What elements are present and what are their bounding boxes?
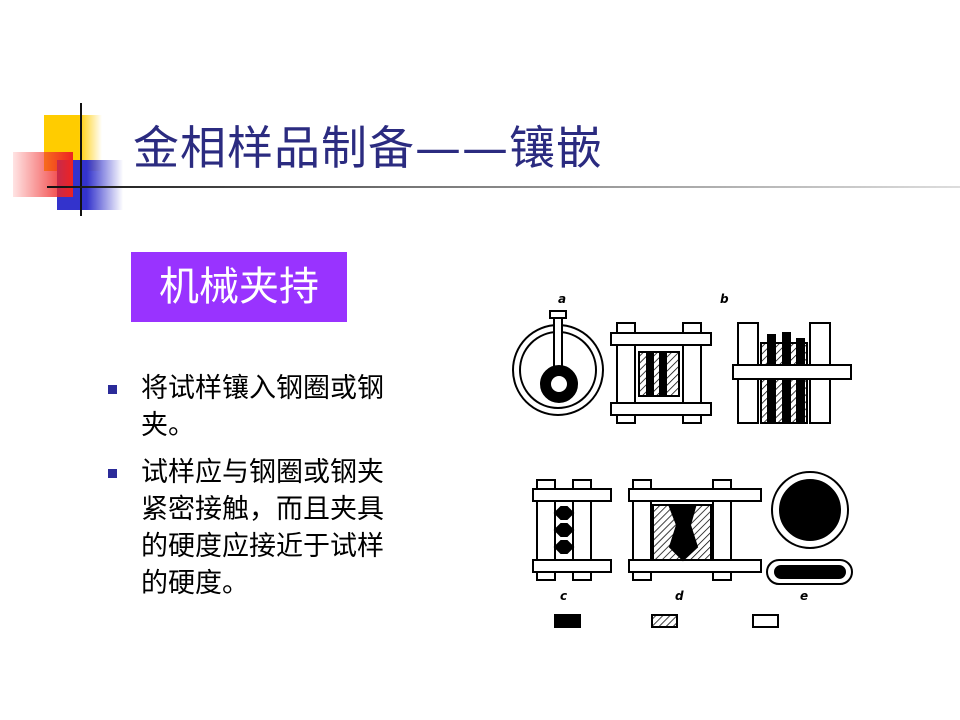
figure-label-d: d xyxy=(675,589,684,603)
figure-label-c: c xyxy=(560,589,567,603)
figure-e-ring xyxy=(766,471,853,585)
legend-white xyxy=(752,614,779,628)
figure-a-ring-clamp xyxy=(512,310,604,416)
slide-title: 金相样品制备——镶嵌 xyxy=(133,121,603,175)
figure-d-clamp xyxy=(628,479,762,581)
decor-vertical-line xyxy=(80,103,82,216)
legend-hatched xyxy=(651,614,678,628)
section-tag: 机械夹持 xyxy=(131,252,347,322)
bullet-text-2: 试样应与钢圈或钢夹 紧密接触，而且夹具 的硬度应接近于试样 的硬度。 xyxy=(141,454,384,602)
bullet-line: 的硬度。 xyxy=(141,568,249,599)
bullet-line: 试样应与钢圈或钢夹 xyxy=(141,457,384,488)
figure-label-e: e xyxy=(800,589,808,603)
clamp-mounting-figure: a b c d e xyxy=(512,292,853,628)
figure-b-clamp-1 xyxy=(610,322,712,424)
title-underline xyxy=(47,186,960,188)
figure-label-b: b xyxy=(720,292,729,306)
decor-red-square xyxy=(13,152,73,197)
figure-c-clamp xyxy=(532,479,612,581)
bullet-line: 将试样镶入钢圈或钢 xyxy=(141,373,384,404)
bullet-line: 夹。 xyxy=(141,410,195,441)
figure-label-a: a xyxy=(558,292,566,306)
bullet-text-1: 将试样镶入钢圈或钢 夹。 xyxy=(141,370,384,444)
bullet-line: 紧密接触，而且夹具 xyxy=(141,494,384,525)
bullet-icon xyxy=(108,385,117,394)
legend-black xyxy=(554,614,581,628)
figure-b-clamp-2 xyxy=(732,322,852,424)
bullet-icon xyxy=(108,469,117,478)
bullet-line: 的硬度应接近于试样 xyxy=(141,531,384,562)
